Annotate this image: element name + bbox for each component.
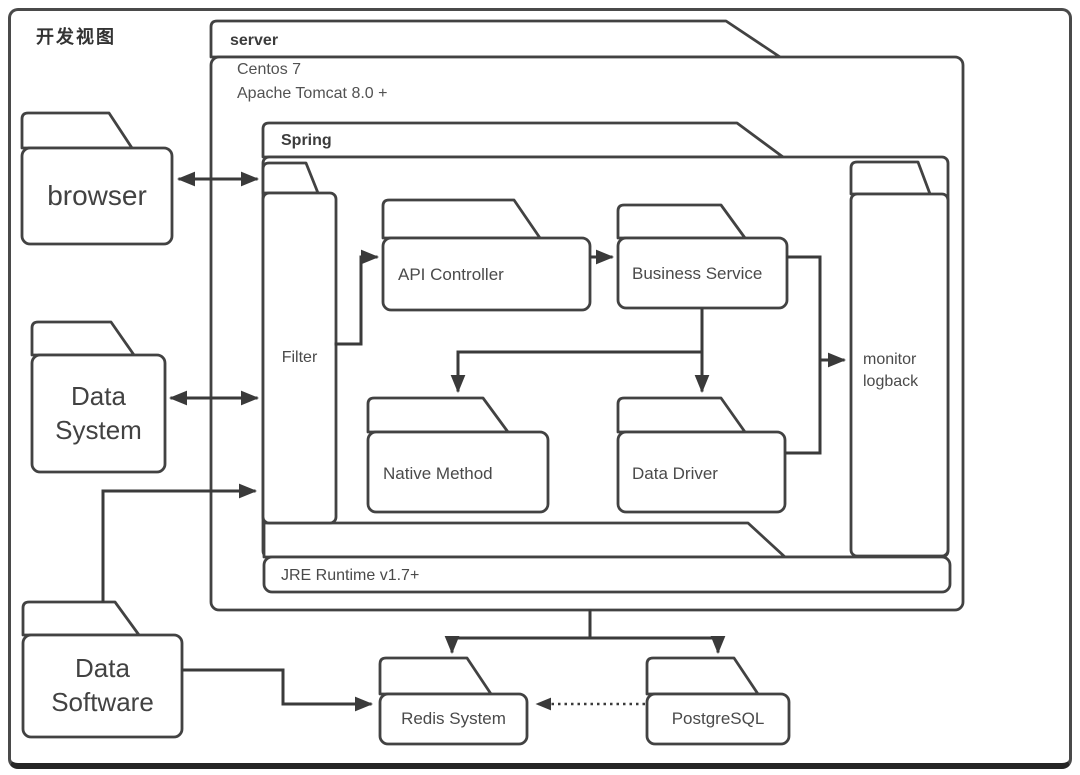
monitor-logback-label: monitor logback (863, 351, 919, 390)
edge-branch-nativemethod (450, 350, 704, 393)
edge-filter-api (334, 249, 379, 346)
native-method-label: Native Method (383, 464, 493, 483)
native-method-body (366, 430, 550, 514)
filter-node (261, 161, 338, 525)
business-service-node (616, 203, 789, 310)
filter-node-tab (261, 161, 320, 195)
monitor-logback-body (849, 192, 950, 558)
edge-datasoftware-redis (181, 668, 373, 712)
spring-package-label: Spring (281, 132, 332, 149)
postgresql-body (645, 692, 791, 746)
business-service-label: Business Service (632, 264, 763, 283)
server-package-tab (209, 19, 782, 59)
business-service-body (616, 236, 789, 310)
filter-node-body (261, 191, 338, 525)
diagram-title: 开发视图 (36, 27, 116, 47)
postgresql-node (645, 656, 791, 746)
browser-node (20, 111, 174, 246)
jre-package-tab (262, 521, 787, 559)
edge-datasoftware-filter (101, 483, 257, 603)
browser-node-tab (20, 111, 134, 150)
server-env-os: Centos 7 (237, 61, 302, 78)
jre-runtime-label: JRE Runtime v1.7+ (281, 567, 420, 584)
data-system-node (30, 320, 167, 474)
redis-system-node (378, 656, 529, 746)
redis-system-tab (378, 656, 493, 696)
browser-node-body (20, 146, 174, 246)
spring-package-body (261, 155, 950, 559)
data-driver-tab (616, 396, 747, 434)
data-software-tab (21, 600, 141, 637)
jre-package-node (262, 521, 952, 594)
data-software-body (21, 633, 184, 739)
data-software-node (21, 600, 184, 739)
diagram-edges (101, 171, 846, 712)
business-service-tab (616, 203, 747, 240)
data-driver-node (616, 396, 787, 514)
server-env-tomcat: Apache Tomcat 8.0 + (237, 85, 388, 102)
native-method-tab (366, 396, 510, 434)
postgresql-tab (645, 656, 760, 696)
data-driver-label: Data Driver (632, 464, 718, 483)
edge-server-bottom-stem (450, 609, 720, 640)
filter-label: Filter (281, 349, 318, 366)
api-controller-node (381, 198, 592, 312)
data-software-label: Data Software (51, 653, 154, 717)
redis-system-label: Redis System (401, 709, 506, 729)
browser-label: browser (47, 179, 147, 211)
jre-package-body (262, 555, 952, 594)
data-system-body (30, 353, 167, 474)
server-package-label: server (230, 32, 279, 49)
monitor-logback-tab (849, 160, 932, 196)
api-controller-label: API Controller (398, 265, 504, 284)
redis-system-body (378, 692, 529, 746)
spring-package-tab (261, 121, 785, 159)
data-system-tab (30, 320, 136, 357)
api-controller-body (381, 236, 592, 312)
api-controller-tab (381, 198, 542, 240)
edge-collector-monitor (785, 255, 822, 455)
spring-package-node (261, 121, 950, 559)
postgresql-label: PostgreSQL (671, 709, 765, 729)
monitor-logback-node (849, 160, 950, 558)
data-driver-body (616, 430, 787, 514)
data-system-label: Data System (55, 380, 142, 445)
native-method-node (366, 396, 550, 514)
